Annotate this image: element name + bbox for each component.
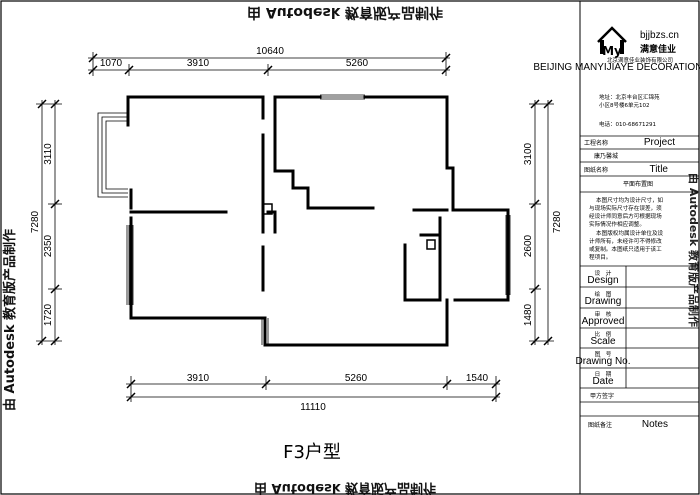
title-block-rows: 设 计 Design 绘 图 Drawing 审 核 Approved 比 例 … (575, 269, 630, 387)
title-block (580, 135, 699, 417)
company-name-en: BEIJING MANYIJIAYE DECORATION CO.,LTD. (533, 62, 700, 73)
dim-right-total: 7280 (552, 210, 563, 233)
address-line-2: 小区8号楼6单元102 (599, 101, 650, 109)
column (262, 203, 273, 215)
row-label-en: Scale (590, 336, 615, 347)
note-line: 或复制。本图纸只适用于该工 (589, 245, 662, 253)
project-label: 工程名称 (584, 139, 608, 147)
row-label-en: Date (592, 376, 614, 387)
row-label-en: Design (587, 275, 618, 286)
drawing-value: 平面布置图 (623, 180, 653, 188)
dim-top-seg-3: 5260 (346, 58, 369, 69)
client-signature-label: 甲方签字 (590, 392, 614, 400)
dim-right-seg-1: 3100 (523, 142, 534, 165)
note-line: 与现场实际尺寸存在误差，须 (589, 204, 662, 212)
windows (97, 94, 511, 345)
watermark-top: 由 Autodesk 教育版产品制作 (247, 4, 443, 21)
dim-right-seg-3: 1480 (523, 303, 534, 326)
dim-top-total: 10640 (256, 46, 284, 57)
dim-bottom-seg-3: 1540 (466, 373, 489, 384)
row-label-en: Drawing No. (575, 356, 630, 367)
bottom-dimensions (126, 376, 501, 402)
note-line: 实际情况作相应调整。 (589, 220, 645, 228)
row-label: 比 例 (595, 330, 612, 338)
project-value: 康乃馨城 (594, 152, 618, 160)
company-name: 北京满意佳业装饰有限公司 (607, 56, 673, 64)
note-line: 本图版权均属设计单位及设 (596, 229, 664, 237)
dim-left-seg-1: 3110 (43, 143, 54, 165)
floor-plan-walls (126, 95, 510, 347)
notes-label: 图纸备注 (588, 421, 612, 429)
row-label-en: Drawing (585, 296, 622, 307)
left-dimensions (36, 99, 62, 346)
plan-title: F3户型 (283, 442, 341, 463)
note-line: 经设计师同意后方可根据现场 (589, 212, 662, 220)
dim-right-seg-2: 2600 (523, 234, 534, 257)
row-label-en: Approved (582, 316, 625, 327)
logo-text: My (602, 44, 622, 58)
drawing-label-en: Title (649, 164, 668, 175)
note-line: 本图尺寸均为设计尺寸，如 (596, 196, 664, 204)
company-logo: My (597, 26, 627, 58)
note-line: 程项目。 (589, 253, 611, 261)
drawing-label: 图纸名称 (584, 166, 608, 174)
row-label: 设 计 (595, 269, 612, 277)
row-label: 图 号 (595, 350, 612, 358)
dim-left-seg-3: 1720 (43, 303, 54, 326)
note-line: 计师所有，未经许可不得修改 (589, 237, 662, 245)
dim-left-total: 7280 (30, 210, 41, 233)
company-website: bjjbzs.cn (640, 30, 679, 41)
notes-label-en: Notes (642, 419, 668, 430)
watermark-bottom: 由 Autodesk 教育版产品制作 (254, 480, 436, 495)
project-label-en: Project (644, 137, 675, 148)
dim-top-seg-1: 1070 (100, 58, 123, 69)
right-dimensions (529, 99, 554, 346)
dim-bottom-total: 11110 (300, 402, 326, 413)
title-block-notes: 本图尺寸均为设计尺寸，如 与现场实际尺寸存在误差，须 经设计师同意后方可根据现场… (589, 196, 664, 261)
watermark-right: 由 Autodesk 教育版产品制作 (687, 173, 700, 327)
row-label: 审 核 (595, 310, 612, 318)
company-brand: 满意佳业 (640, 43, 676, 55)
dim-bottom-seg-2: 5260 (345, 373, 368, 384)
company-phone: 电话：010-68671291 (599, 120, 656, 128)
top-dimensions (88, 52, 451, 76)
row-label: 日 期 (595, 371, 612, 378)
dim-top-seg-2: 3910 (187, 58, 210, 69)
dim-bottom-seg-1: 3910 (187, 373, 210, 384)
watermark-left: 由 Autodesk 教育版产品制作 (2, 229, 18, 411)
dim-left-seg-2: 2350 (43, 234, 54, 257)
address-line-1: 地址：北京丰台区汇锦苑 (599, 93, 660, 101)
shaft (426, 239, 436, 250)
row-label: 绘 图 (595, 290, 612, 298)
